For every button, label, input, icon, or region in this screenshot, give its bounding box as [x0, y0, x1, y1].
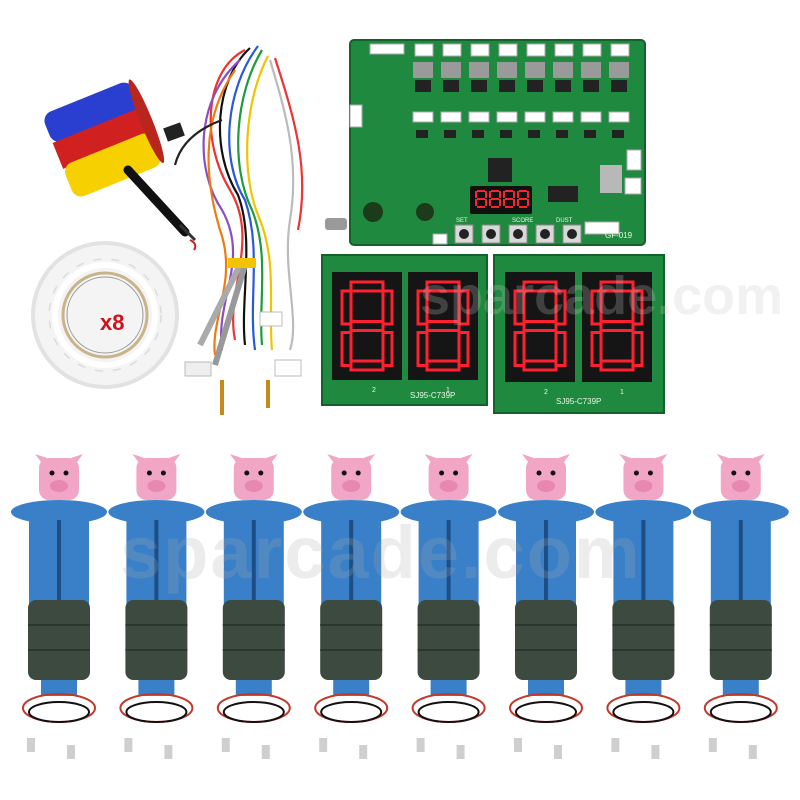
pig-target: [205, 454, 302, 759]
digit-mark-right-1: 1: [620, 389, 624, 396]
seven-segment-digit: [590, 280, 644, 372]
pig-target: [11, 454, 107, 759]
pig-target: [303, 454, 400, 759]
led-digit: [475, 190, 487, 208]
button-label-dust: DUST: [556, 218, 573, 224]
quantity-label: x8: [100, 310, 125, 335]
main-control-board: GF-019 SET SCORE DUST: [325, 39, 646, 246]
seven-segment-digit: [513, 280, 567, 372]
digit-board-label-right: SJ95-C739P: [556, 397, 601, 406]
seven-segment-digit: [340, 280, 394, 372]
seven-segment-digit: [416, 280, 470, 372]
button-label-set: SET: [456, 218, 468, 224]
led-ring: [31, 241, 179, 389]
pig-target: [498, 454, 594, 759]
watermark: sparcade.com: [120, 511, 642, 594]
digit-mark-left-2: 2: [372, 387, 376, 394]
foam-hammer: [44, 79, 197, 251]
led-digit: [503, 190, 515, 208]
pig-target: [692, 454, 789, 759]
pig-target: [595, 454, 692, 759]
pig-target: [108, 454, 205, 759]
digit-board-label-left: SJ95-C739P: [410, 391, 455, 400]
wire-harness: [163, 45, 304, 415]
led-digit: [517, 190, 529, 208]
digit-mark-left-1: 1: [446, 387, 450, 394]
led-digit: [489, 190, 501, 208]
digit-mark-right-2: 2: [544, 389, 548, 396]
watermark-upper: sparcade.com: [420, 266, 784, 326]
board-label: GF-019: [605, 231, 633, 240]
pig-target-row: [11, 454, 789, 759]
button-label-score: SCORE: [512, 218, 533, 224]
pig-target: [400, 454, 497, 759]
seven-segment-digits: [340, 280, 644, 372]
